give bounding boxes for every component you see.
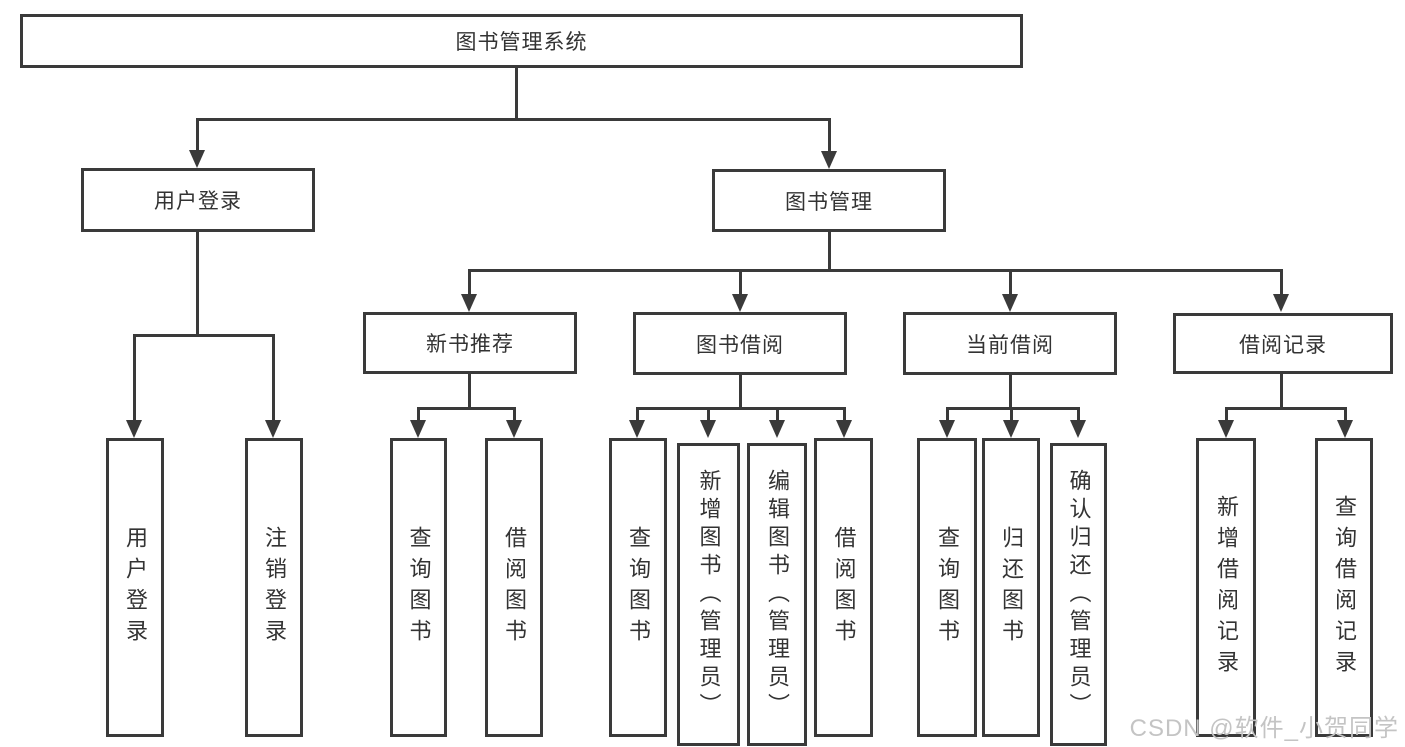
connector-arm-leaf-10 xyxy=(1010,407,1013,422)
leaf-query-book-1: 查询图书 xyxy=(390,438,447,737)
leaf-borrow-book-1-label: 借阅图书 xyxy=(502,525,527,650)
node-root: 图书管理系统 xyxy=(20,14,1023,68)
leaf-edit-book-admin: 编辑图书（管理员） xyxy=(747,443,807,746)
leaf-query-book-2: 查询图书 xyxy=(609,438,667,737)
leaf-user-login: 用户登录 xyxy=(106,438,164,737)
leaf-user-login-label: 用户登录 xyxy=(123,525,148,650)
connector-arm-leaf-1 xyxy=(133,334,136,421)
connector-arm-leaf-4 xyxy=(513,407,516,422)
connector-bookborrow-bar xyxy=(636,407,845,410)
connector-arm-leaf-7 xyxy=(776,407,779,422)
arrow-down-icon xyxy=(1273,294,1289,312)
leaf-borrow-book-1: 借阅图书 xyxy=(485,438,543,737)
node-current-borrow-label: 当前借阅 xyxy=(966,333,1054,357)
leaf-logout-label: 注销登录 xyxy=(262,525,287,650)
node-borrow-record: 借阅记录 xyxy=(1173,313,1393,374)
leaf-borrow-book-2-label: 借阅图书 xyxy=(831,525,857,650)
arrow-down-icon xyxy=(732,294,748,312)
leaf-borrow-book-2: 借阅图书 xyxy=(814,438,873,737)
connector-root-bar xyxy=(196,118,831,121)
connector-currentborrow-stem xyxy=(1009,375,1012,410)
node-new-book-recommend: 新书推荐 xyxy=(363,312,577,374)
arrow-down-icon xyxy=(629,420,645,438)
arrow-down-icon xyxy=(506,420,522,438)
node-user-login: 用户登录 xyxy=(81,168,315,232)
connector-newbook-bar xyxy=(417,407,516,410)
leaf-confirm-return-admin: 确认归还（管理员） xyxy=(1050,443,1107,746)
connector-arm-new-book xyxy=(468,269,471,296)
arrow-down-icon xyxy=(1003,420,1019,438)
node-borrow-record-label: 借阅记录 xyxy=(1239,333,1327,357)
node-root-label: 图书管理系统 xyxy=(455,31,588,54)
connector-userlogin-stem xyxy=(196,232,199,336)
connector-arm-borrow-record xyxy=(1280,269,1283,296)
connector-bookmgmt-stem xyxy=(828,232,831,272)
leaf-add-borrow-record: 新增借阅记录 xyxy=(1196,438,1256,737)
leaf-return-book-label: 归还图书 xyxy=(999,525,1024,650)
leaf-query-book-3-label: 查询图书 xyxy=(935,525,960,650)
leaf-edit-book-admin-label: 编辑图书（管理员） xyxy=(765,468,790,721)
node-new-book-recommend-label: 新书推荐 xyxy=(426,333,514,356)
connector-root-stem xyxy=(515,68,518,118)
connector-arm-leaf-13 xyxy=(1344,407,1347,422)
node-user-login-label: 用户登录 xyxy=(154,190,242,213)
connector-userlogin-bar xyxy=(133,334,274,337)
arrow-down-icon xyxy=(126,420,142,438)
arrow-down-icon xyxy=(1070,420,1086,438)
node-book-management: 图书管理 xyxy=(712,169,946,232)
connector-arm-leaf-11 xyxy=(1077,407,1080,422)
connector-borrowrecord-stem xyxy=(1280,374,1283,410)
connector-arm-leaf-12 xyxy=(1225,407,1228,422)
arrow-down-icon xyxy=(1337,420,1353,438)
connector-arm-leaf-5 xyxy=(636,407,639,422)
connector-arm-book-borrow xyxy=(739,269,742,296)
connector-arm-current-borrow xyxy=(1009,269,1012,296)
leaf-query-book-1-label: 查询图书 xyxy=(406,525,432,650)
connector-currentborrow-bar xyxy=(946,407,1080,410)
connector-newbook-stem xyxy=(468,374,471,410)
arrow-down-icon xyxy=(1218,420,1234,438)
connector-arm-book-mgmt xyxy=(828,118,831,152)
connector-bookmgmt-bar xyxy=(468,269,1282,272)
connector-arm-leaf-6 xyxy=(707,407,710,422)
arrow-down-icon xyxy=(769,420,785,438)
leaf-query-book-3: 查询图书 xyxy=(917,438,977,737)
leaf-add-book-admin: 新增图书（管理员） xyxy=(677,443,740,746)
connector-arm-user-login xyxy=(196,118,199,152)
arrow-down-icon xyxy=(461,294,477,312)
arrow-down-icon xyxy=(700,420,716,438)
leaf-query-book-2-label: 查询图书 xyxy=(626,525,651,650)
arrow-down-icon xyxy=(410,420,426,438)
arrow-down-icon xyxy=(1002,294,1018,312)
connector-arm-leaf-8 xyxy=(843,407,846,422)
arrow-down-icon xyxy=(836,420,852,438)
arrow-down-icon xyxy=(821,151,837,169)
csdn-watermark: CSDN @软件_小贺同学 xyxy=(1129,715,1399,742)
leaf-return-book: 归还图书 xyxy=(982,438,1040,737)
leaf-logout: 注销登录 xyxy=(245,438,303,737)
connector-arm-leaf-9 xyxy=(946,407,949,422)
node-book-borrow: 图书借阅 xyxy=(633,312,847,375)
connector-borrowrecord-bar xyxy=(1225,407,1346,410)
leaf-confirm-return-admin-label: 确认归还（管理员） xyxy=(1066,468,1092,721)
leaf-query-borrow-record: 查询借阅记录 xyxy=(1315,438,1373,737)
node-book-management-label: 图书管理 xyxy=(785,190,873,214)
connector-bookborrow-stem xyxy=(739,375,742,410)
leaf-add-borrow-record-label: 新增借阅记录 xyxy=(1214,494,1239,681)
node-current-borrow: 当前借阅 xyxy=(903,312,1117,375)
arrow-down-icon xyxy=(939,420,955,438)
connector-arm-leaf-2 xyxy=(272,334,275,421)
connector-arm-leaf-3 xyxy=(417,407,420,422)
leaf-query-borrow-record-label: 查询借阅记录 xyxy=(1332,494,1357,681)
arrow-down-icon xyxy=(265,420,281,438)
arrow-down-icon xyxy=(189,150,205,168)
node-book-borrow-label: 图书借阅 xyxy=(696,333,784,357)
leaf-add-book-admin-label: 新增图书（管理员） xyxy=(696,468,722,721)
